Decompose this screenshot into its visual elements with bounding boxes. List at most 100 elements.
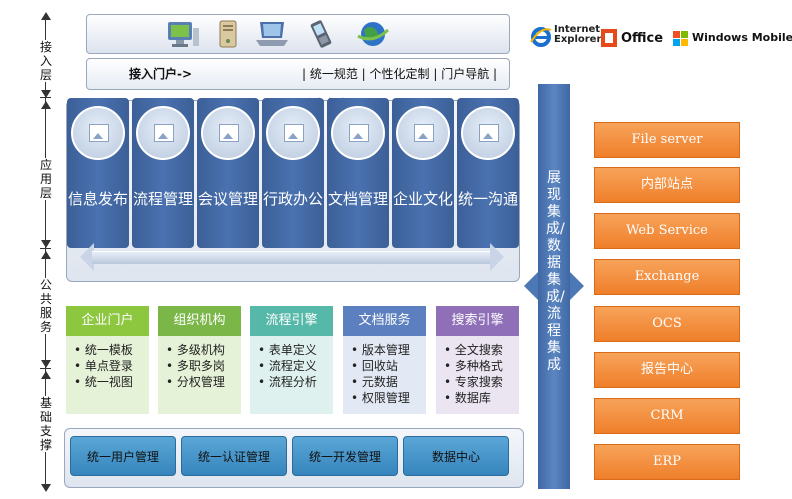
desktop-computer-icon <box>168 22 199 47</box>
office-logo-text: Office <box>621 31 664 46</box>
service-item-label: 全文搜索 <box>454 343 503 357</box>
internet-explorer-logo: Internet Explorer <box>530 24 601 52</box>
service-item: • 回收站 <box>343 358 426 374</box>
service-item-label: 版本管理 <box>361 343 410 357</box>
service-item-label: 统一视图 <box>84 375 133 389</box>
integration-column <box>538 84 570 489</box>
office-icon <box>601 29 617 47</box>
service-item: • 多职多岗 <box>158 358 241 374</box>
integration-label: 展现集成/数据集成/流程集成 <box>546 170 565 373</box>
axis-arrow-down <box>41 90 51 98</box>
image-placeholder-icon <box>136 106 190 160</box>
image-placeholder-icon <box>71 106 125 160</box>
bullet-icon: • <box>74 375 85 389</box>
service-item-label: 多职多岗 <box>176 359 225 373</box>
service-item: • 单点登录 <box>66 358 149 374</box>
bullet-icon: • <box>444 391 455 405</box>
service-title[interactable]: 组织机构 <box>158 306 241 336</box>
base-unified-user-management[interactable]: 统一用户管理 <box>70 436 176 476</box>
service-item-label: 数据库 <box>454 391 491 405</box>
image-placeholder-icon <box>331 106 385 160</box>
ie-icon <box>530 27 552 47</box>
double-arrow-right-icon <box>490 243 504 271</box>
system-report-center[interactable]: 报告中心 <box>594 352 740 388</box>
system-internal-site[interactable]: 内部站点 <box>594 167 740 203</box>
service-item-label: 专家搜索 <box>454 375 503 389</box>
service-item-label: 流程分析 <box>268 375 317 389</box>
service-items: • 全文搜索• 多种格式• 专家搜索• 数据库 <box>436 336 519 414</box>
devices-panel <box>86 14 510 54</box>
image-placeholder-icon <box>266 106 320 160</box>
bullet-icon: • <box>351 343 362 357</box>
layer-label-application: 应用层 <box>38 158 54 200</box>
picture-icon <box>154 124 174 142</box>
portal-lead: 接入门户-> <box>129 67 193 81</box>
bullet-icon: • <box>74 359 85 373</box>
image-placeholder-icon <box>201 106 255 160</box>
service-item-label: 统一模板 <box>84 343 133 357</box>
service-item: • 版本管理 <box>343 342 426 358</box>
app-column[interactable]: 流程管理 <box>132 98 194 248</box>
base-data-center[interactable]: 数据中心 <box>403 436 509 476</box>
axis-arrow-down <box>41 360 51 368</box>
service-item-label: 回收站 <box>361 359 398 373</box>
base-unified-auth-management[interactable]: 统一认证管理 <box>181 436 287 476</box>
bullet-icon: • <box>74 343 85 357</box>
system-ocs[interactable]: OCS <box>594 306 740 342</box>
layer-label-base: 基础支撑 <box>38 396 54 452</box>
app-column[interactable]: 文档管理 <box>327 98 389 248</box>
app-column-label: 信息发布 <box>67 190 128 208</box>
bullet-icon: • <box>351 391 362 405</box>
globe-icon <box>357 22 390 46</box>
axis-arrow-up <box>41 371 51 379</box>
pda-phone-icon <box>310 20 332 48</box>
service-items: • 表单定义• 流程定义• 流程分析 <box>250 336 333 414</box>
windows-mobile-logo: Windows Mobile <box>672 30 792 50</box>
integration-arrow-right-icon <box>570 272 584 300</box>
service-item: • 全文搜索 <box>436 342 519 358</box>
server-tower-icon <box>219 20 237 48</box>
axis-tick <box>40 248 51 249</box>
picture-icon <box>89 124 109 142</box>
app-column[interactable]: 企业文化 <box>392 98 454 248</box>
picture-icon <box>479 124 499 142</box>
app-column-label: 会议管理 <box>197 190 258 208</box>
app-column[interactable]: 信息发布 <box>67 98 129 248</box>
app-column-label: 行政办公 <box>262 190 323 208</box>
image-placeholder-icon <box>396 106 450 160</box>
system-crm[interactable]: CRM <box>594 398 740 434</box>
service-item: • 流程定义 <box>250 358 333 374</box>
layer-label-access: 接入层 <box>38 40 54 82</box>
service-item-label: 元数据 <box>361 375 398 389</box>
service-item: • 元数据 <box>343 374 426 390</box>
service-title[interactable]: 流程引擎 <box>250 306 333 336</box>
service-item: • 多种格式 <box>436 358 519 374</box>
axis-tick <box>40 97 51 98</box>
bullet-icon: • <box>258 343 269 357</box>
double-arrow-bar <box>92 251 492 264</box>
service-item: • 专家搜索 <box>436 374 519 390</box>
app-column[interactable]: 统一沟通 <box>457 98 519 248</box>
service-item: • 分权管理 <box>158 374 241 390</box>
bullet-icon: • <box>351 359 362 373</box>
app-column[interactable]: 行政办公 <box>262 98 324 248</box>
system-file-server[interactable]: File server <box>594 122 740 158</box>
base-unified-dev-management[interactable]: 统一开发管理 <box>292 436 398 476</box>
app-column-label: 企业文化 <box>392 190 453 208</box>
service-item-label: 流程定义 <box>268 359 317 373</box>
service-title[interactable]: 搜索引擎 <box>436 306 519 336</box>
bullet-icon: • <box>166 359 177 373</box>
picture-icon <box>219 124 239 142</box>
windows-mobile-logo-text: Windows Mobile <box>692 31 792 44</box>
service-title[interactable]: 企业门户 <box>66 306 149 336</box>
system-web-service[interactable]: Web Service <box>594 213 740 249</box>
service-title[interactable]: 文档服务 <box>343 306 426 336</box>
bullet-icon: • <box>351 375 362 389</box>
picture-icon <box>284 124 304 142</box>
system-erp[interactable]: ERP <box>594 444 740 480</box>
system-exchange[interactable]: Exchange <box>594 259 740 295</box>
app-column[interactable]: 会议管理 <box>197 98 259 248</box>
service-item: • 数据库 <box>436 390 519 406</box>
integration-arrow-left-icon <box>524 272 538 300</box>
bullet-icon: • <box>258 375 269 389</box>
